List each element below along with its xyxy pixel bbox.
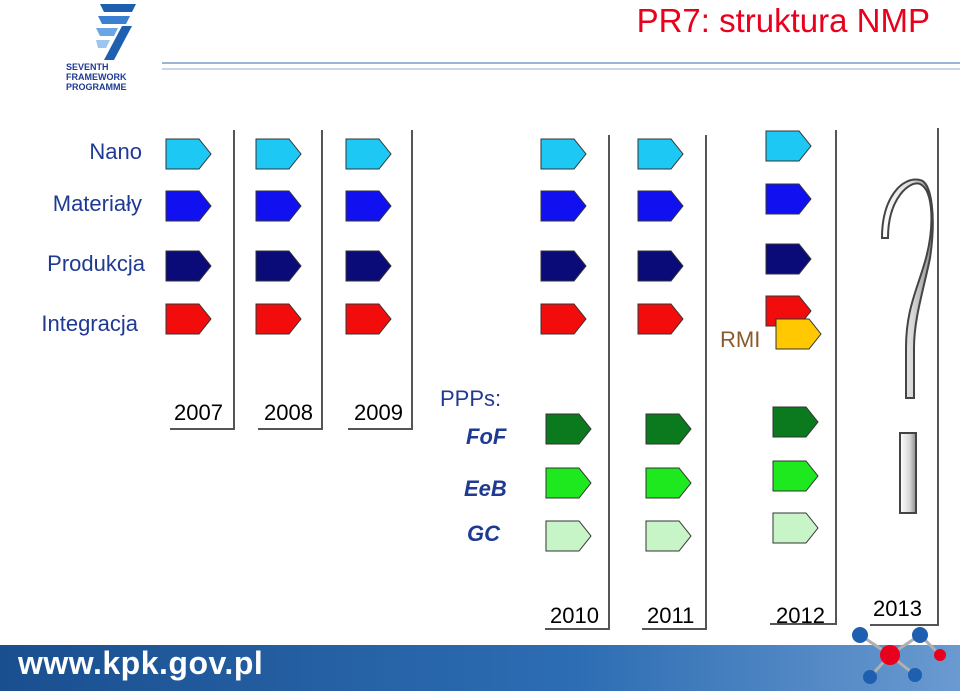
tag-produkcja — [637, 250, 684, 282]
column-underline — [348, 428, 413, 430]
tag-materialy — [345, 190, 392, 222]
tag-integracja — [637, 303, 684, 335]
column-divider — [411, 130, 413, 430]
tag-rmi — [775, 318, 822, 350]
logo-line-2: PROGRAMME — [66, 82, 127, 92]
tag-nano — [345, 138, 392, 170]
row-label-nano: Nano — [89, 139, 142, 164]
tag-produkcja — [345, 250, 392, 282]
year-2008: 2008 — [264, 400, 313, 425]
tag-eeb — [545, 467, 592, 499]
tag-gc — [772, 512, 819, 544]
tag-integracja — [540, 303, 587, 335]
column-divider — [937, 128, 939, 626]
row-label-produkcja: Produkcja — [47, 251, 145, 276]
tag-eeb — [645, 467, 692, 499]
tag-integracja — [165, 303, 212, 335]
tag-produkcja — [255, 250, 302, 282]
year-2013: 2013 — [873, 596, 922, 621]
tag-integracja — [255, 303, 302, 335]
column-underline — [870, 624, 939, 626]
ppp-label-eeb: EeB — [464, 476, 507, 501]
column-divider — [321, 130, 323, 430]
tag-gc — [545, 520, 592, 552]
column-underline — [545, 628, 610, 630]
tag-gc — [645, 520, 692, 552]
column-divider — [608, 135, 610, 630]
tag-materialy — [765, 183, 812, 215]
tag-materialy — [255, 190, 302, 222]
tag-materialy — [540, 190, 587, 222]
tag-integracja — [345, 303, 392, 335]
ppp-label-fof: FoF — [466, 424, 507, 449]
year-2011: 2011 — [647, 603, 695, 628]
row-label-integracja: Integracja — [41, 311, 138, 336]
tag-eeb — [772, 460, 819, 492]
tag-fof — [545, 413, 592, 445]
year-2012: 2012 — [776, 603, 825, 628]
tag-nano — [765, 130, 812, 162]
tag-materialy — [637, 190, 684, 222]
logo-caption: SEVENTH FRAMEWORK PROGRAMME — [66, 62, 166, 92]
footer-url[interactable]: www.kpk.gov.pl — [18, 645, 264, 681]
column-divider — [835, 130, 837, 625]
year-2007: 2007 — [174, 400, 223, 425]
footer-banner — [0, 645, 960, 691]
question-mark-icon — [880, 178, 934, 514]
tag-nano — [540, 138, 587, 170]
header-stripe — [162, 62, 960, 64]
tag-materialy — [165, 190, 212, 222]
fp7-logo-icon — [96, 4, 136, 60]
ppp-label-gc: GC — [467, 521, 500, 546]
logo-line-1: SEVENTH FRAMEWORK — [66, 62, 127, 82]
column-underline — [642, 628, 707, 630]
tag-produkcja — [765, 243, 812, 275]
column-underline — [258, 428, 323, 430]
tag-nano — [255, 138, 302, 170]
column-divider — [233, 130, 235, 430]
page-title: PR7: struktura NMP — [636, 2, 930, 39]
year-2010: 2010 — [550, 603, 599, 628]
column-divider — [705, 135, 707, 630]
tag-produkcja — [165, 250, 212, 282]
tag-fof — [772, 406, 819, 438]
tag-fof — [645, 413, 692, 445]
tag-produkcja — [540, 250, 587, 282]
year-2009: 2009 — [354, 400, 403, 425]
tag-nano — [165, 138, 212, 170]
column-underline — [770, 623, 837, 625]
column-underline — [170, 428, 235, 430]
tag-nano — [637, 138, 684, 170]
row-label-materialy: Materiały — [52, 191, 142, 216]
kpk-molecule-logo-icon — [852, 627, 946, 684]
ppps-heading: PPPs: — [440, 386, 502, 411]
header-stripe — [162, 68, 960, 70]
rmi-label: RMI — [720, 327, 761, 352]
